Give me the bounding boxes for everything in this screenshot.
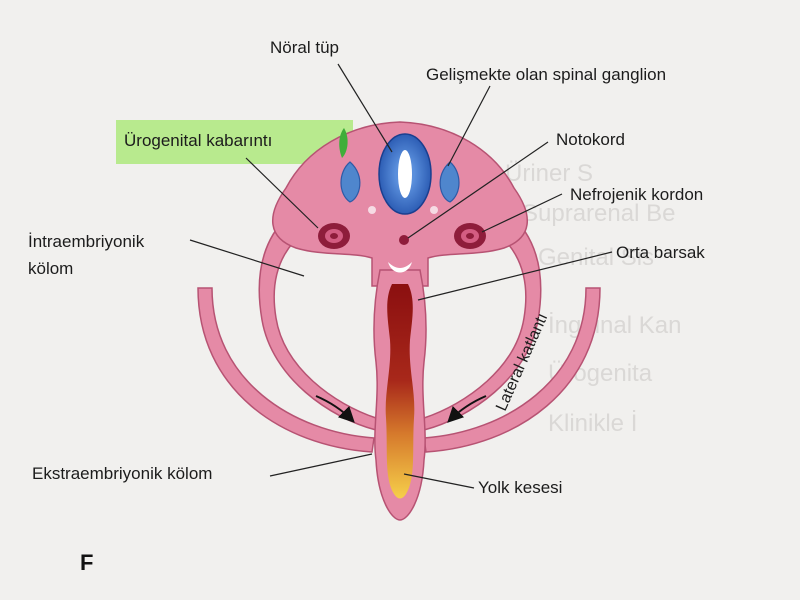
- figure-label: F: [80, 550, 94, 575]
- leader-extraembryonic: [269, 453, 373, 477]
- dorsal-spot-right: [430, 206, 438, 214]
- leader-midgut: [417, 251, 613, 301]
- body-wall-left: [197, 287, 375, 453]
- gut-lumen: [385, 284, 415, 499]
- leader-lines: [189, 63, 613, 489]
- label-intraembryonic-coelom-line1: İntraembriyonik: [28, 232, 145, 251]
- label-neural-tube: Nöral tüp: [270, 38, 339, 57]
- leader-nephrogenic: [481, 193, 563, 233]
- bleed-text-4: İnguinal Kan: [548, 312, 682, 339]
- label-extraembryonic-coelom: Ekstraembriyonik kölom: [32, 464, 213, 483]
- spinal-ganglion-right: [439, 161, 460, 203]
- neural-canal: [398, 150, 412, 198]
- label-intraembryonic-coelom-line2: kölom: [28, 259, 74, 278]
- spinal-ganglion-left: [340, 161, 361, 203]
- fold-arrow-right: [447, 395, 487, 423]
- nephrogenic-cord-left: [318, 223, 350, 249]
- bleed-text-1: Üriner S: [505, 160, 594, 187]
- notochord: [399, 235, 409, 245]
- leader-yolk-sac: [403, 473, 475, 489]
- leader-neural-tube: [337, 63, 393, 153]
- label-midgut: Orta barsak: [616, 243, 705, 262]
- urogenital-ridge-marker: [339, 128, 348, 158]
- label-spinal-ganglion: Gelişmekte olan spinal ganglion: [426, 65, 667, 84]
- leader-notochord: [407, 141, 549, 239]
- label-urogenital-ridge: Ürogenital kabarıntı: [124, 131, 273, 150]
- label-notochord: Notokord: [556, 130, 625, 149]
- bleed-text-3: Genital Sis: [538, 244, 655, 271]
- leader-spinal-ganglion: [447, 85, 491, 167]
- leader-urogenital: [245, 157, 319, 229]
- leader-intraembryonic: [189, 239, 305, 277]
- bleed-text-6: Klinikle İ: [548, 410, 638, 437]
- fold-arrow-left: [315, 395, 355, 423]
- dorsal-spot-left: [368, 206, 376, 214]
- label-yolk-sac: Yolk kesesi: [478, 478, 563, 497]
- bleed-text-2: Suprarenal Be: [522, 200, 676, 227]
- crescent: [388, 262, 412, 273]
- label-nephrogenic-cord: Nefrojenik kordon: [570, 185, 704, 204]
- nephrogenic-cord-right: [454, 223, 486, 249]
- body-wall-right: [423, 287, 601, 453]
